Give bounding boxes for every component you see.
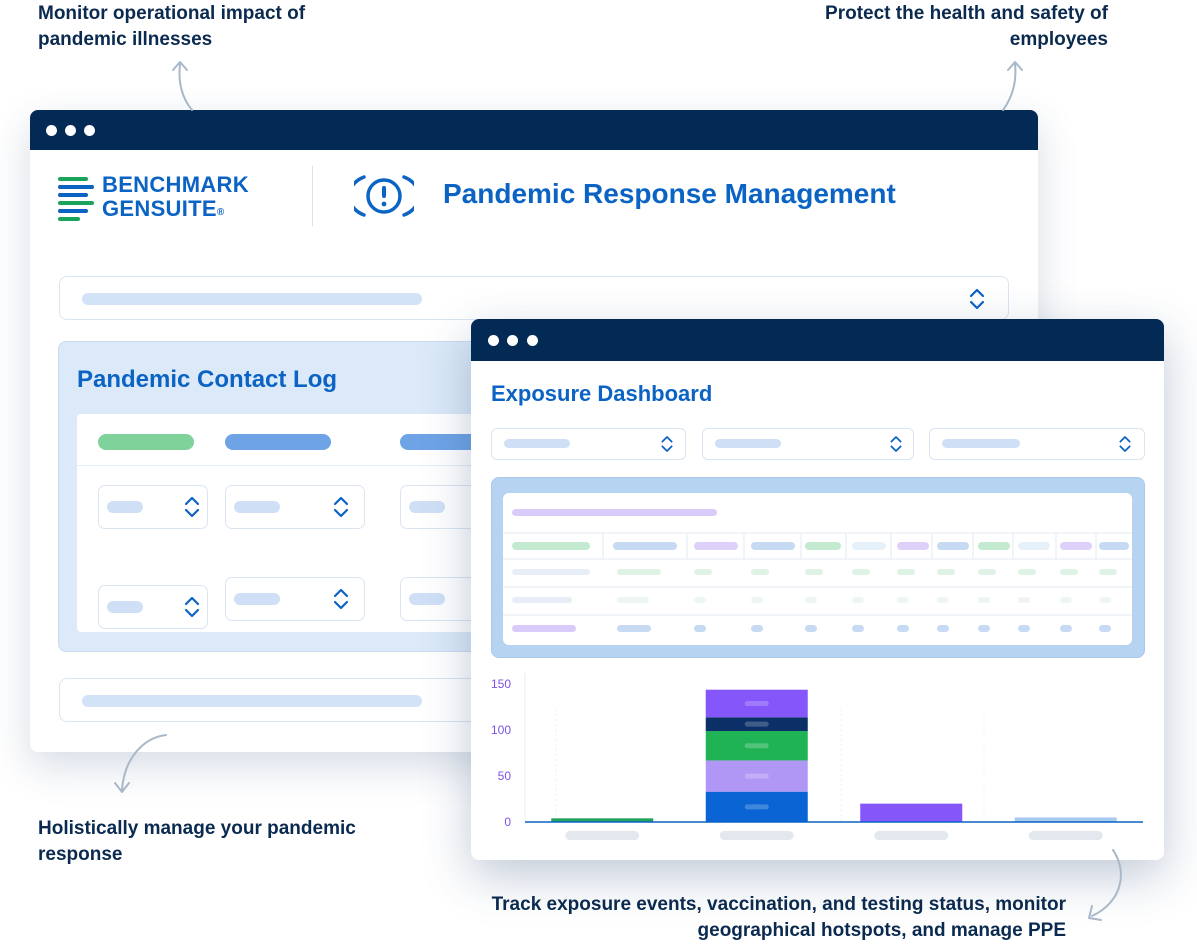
table-grid — [503, 532, 1132, 632]
header-bar — [225, 434, 331, 450]
bar-label-placeholder — [744, 804, 769, 810]
table-title-bar — [512, 509, 717, 516]
input-placeholder-bar — [82, 695, 422, 707]
chevron-updown-icon[interactable] — [183, 595, 201, 619]
dashboard-title: Exposure Dashboard — [491, 381, 713, 406]
alert-icon — [354, 175, 414, 217]
contact-select[interactable] — [98, 585, 208, 629]
bar-segment — [705, 731, 808, 761]
contact-select[interactable] — [98, 485, 208, 529]
dashboard-window: Exposure Dashboard — [471, 319, 1164, 860]
y-tick-label: 150 — [491, 677, 511, 691]
contact-log-title: Pandemic Contact Log — [77, 366, 338, 393]
caption-top-left: Monitor operational impact of pandemic i… — [38, 3, 306, 50]
app-title: Pandemic Response Management — [443, 178, 896, 209]
exposure-bar-chart: 150 100 50 0 — [491, 673, 1143, 840]
header-divider — [312, 166, 313, 226]
row-divider — [77, 465, 537, 466]
exposure-table — [503, 493, 1132, 645]
header-bar — [400, 434, 490, 450]
bar-segment — [551, 818, 654, 822]
x-category-label — [565, 831, 640, 840]
window-dot-icon[interactable] — [46, 125, 57, 136]
bar-segment — [705, 717, 808, 732]
bar-label-placeholder — [744, 721, 769, 727]
benchmark-gensuite-logo: BENCHMARK GENSUITE® — [58, 173, 268, 223]
x-category-label — [719, 831, 794, 840]
x-category-label — [1028, 831, 1103, 840]
window-dot-icon[interactable] — [527, 335, 538, 346]
bar-label-placeholder — [744, 773, 769, 779]
header-bar — [98, 434, 194, 450]
caption-bottom-left: Holistically manage your pandemic respon… — [38, 818, 356, 865]
chevron-updown-icon[interactable] — [332, 495, 350, 519]
chevron-updown-icon[interactable] — [1118, 434, 1132, 454]
chevron-updown-icon[interactable] — [968, 287, 986, 311]
chevron-updown-icon[interactable] — [889, 434, 903, 454]
y-tick-label: 50 — [498, 769, 512, 783]
main-window-titlebar — [30, 110, 1038, 150]
bar-segment — [705, 791, 808, 822]
filter-dropdown[interactable] — [929, 428, 1145, 460]
exposure-table-card — [491, 477, 1145, 658]
caption-bottom-right: Track exposure events, vaccination, and … — [491, 894, 1066, 941]
window-dot-icon[interactable] — [488, 335, 499, 346]
arrow-icon — [1002, 63, 1017, 111]
arrow-icon — [114, 782, 130, 793]
chevron-updown-icon[interactable] — [660, 434, 674, 454]
logo-wordmark: BENCHMARK GENSUITE® — [102, 172, 249, 221]
arrow-icon — [178, 63, 193, 111]
filter-dropdown[interactable] — [702, 428, 914, 460]
select-placeholder-bar — [82, 293, 422, 305]
bar-label-placeholder — [744, 743, 769, 749]
y-tick-label: 100 — [491, 723, 511, 737]
window-dot-icon[interactable] — [65, 125, 76, 136]
footer-input[interactable] — [59, 678, 481, 722]
filter-dropdown[interactable] — [491, 428, 686, 460]
dashboard-window-titlebar — [471, 319, 1164, 361]
window-dot-icon[interactable] — [84, 125, 95, 136]
contact-log-table — [77, 414, 542, 632]
arrow-icon — [172, 61, 188, 71]
chevron-updown-icon[interactable] — [183, 495, 201, 519]
contact-select[interactable] — [225, 485, 365, 529]
bar-segment — [705, 689, 808, 718]
bar-segment — [860, 803, 963, 822]
bar-segment — [1014, 817, 1117, 822]
contact-select[interactable] — [225, 577, 365, 621]
y-tick-label: 0 — [504, 815, 511, 829]
top-select[interactable] — [59, 276, 1009, 320]
bar-segment — [705, 760, 808, 792]
window-dot-icon[interactable] — [507, 335, 518, 346]
contact-log-panel: Pandemic Contact Log — [58, 341, 542, 652]
caption-top-right: Protect the health and safety of employe… — [825, 3, 1108, 50]
x-category-label — [874, 831, 949, 840]
bar-label-placeholder — [744, 700, 769, 706]
arrow-icon — [1088, 905, 1102, 921]
arrow-icon — [1007, 61, 1023, 71]
chevron-updown-icon[interactable] — [332, 587, 350, 611]
